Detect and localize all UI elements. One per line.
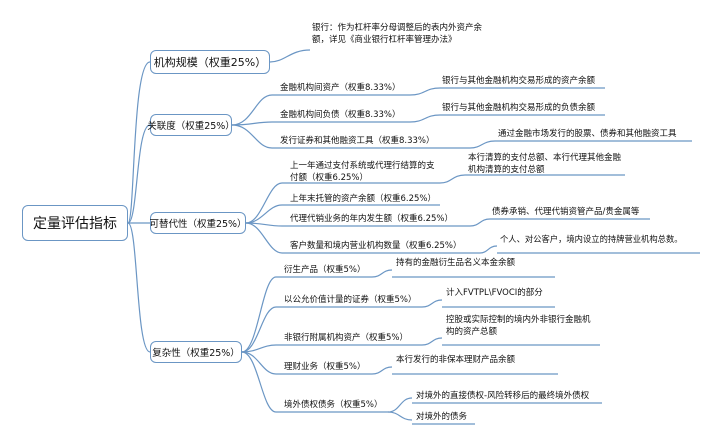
connector-cx-4: [241, 351, 277, 375]
branch-complexity[interactable]: 复杂性（权重25%）: [150, 341, 242, 363]
connector-sub-2: [245, 204, 283, 224]
cx-desc-5b: 对境外的债务: [416, 412, 468, 422]
cx-item-4: 理财业务（权重5%）: [284, 362, 366, 372]
connector-cx-5: [241, 351, 277, 413]
cx-item-3: 非银行附属机构资产（权重5%）: [284, 333, 408, 343]
cx-item-1: 衍生产品（权重5%）: [284, 265, 366, 275]
connector-cx-1: [241, 276, 277, 353]
cx-desc-3: 控股或实际控制的境内外非银行金融机构的资产总额: [446, 315, 591, 337]
connector-sub-1: [245, 182, 283, 224]
scale-note: 银行：作为杠杆率分母调整后的表内外资产余额，详见《商业银行杠杆率管理办法》: [312, 23, 483, 45]
connector-root-relevance: [127, 124, 151, 224]
branch-scale[interactable]: 机构规模（权重25%）: [150, 50, 270, 74]
sub-desc-4: 个人、对公客户，境内设立的持牌营业机构总数。: [500, 234, 683, 244]
branch-relevance[interactable]: 关联度（权重25%）: [147, 114, 235, 136]
sub-item-3: 代理代销业务的年内发生额（权重6.25%）: [290, 214, 454, 224]
cx-desc-5a: 对境外的直接债权-风险转移后的最终境外债权: [416, 391, 590, 401]
connector-cx-2: [241, 306, 277, 353]
cx-item-2: 以公允价值计量的证券（权重5%）: [284, 295, 417, 305]
root-node[interactable]: 定量评估指标: [22, 205, 128, 241]
connector-root-scale: [127, 61, 151, 224]
relevance-desc-3: 通过金融市场发行的股票、债券和其他融资工具: [498, 129, 677, 139]
relevance-item-3: 发行证券和其他融资工具（权重8.33%）: [280, 136, 435, 146]
branch-substitutability[interactable]: 可替代性（权重25%）: [149, 212, 247, 234]
cx-desc-4: 本行发行的非保本理财产品余额: [396, 355, 516, 365]
relevance-item-2: 金融机构间负债（权重8.33%）: [280, 110, 401, 120]
connector-sub-4: [245, 222, 283, 254]
connector-relevance-1: [231, 94, 273, 126]
sub-item-1: 上一年通过支付系统或代理行结算的支付额（权重6.25%）: [290, 161, 435, 183]
connector-scale-note: [269, 49, 311, 63]
connector-root-complexity: [127, 222, 151, 353]
connector-relevance-3: [231, 124, 273, 149]
sub-desc-3: 债券承销、代理代销资管产品/贵金属等: [492, 207, 640, 217]
relevance-desc-1: 银行与其他金融机构交易形成的资产余额: [442, 76, 596, 86]
sub-item-2: 上年末托管的资产余额（权重6.25%）: [290, 194, 437, 204]
cx-desc-1: 持有的金融衍生品名义本金余额: [396, 258, 516, 268]
sub-item-4: 客户数量和境内营业机构数量（权重6.25%）: [290, 241, 462, 251]
cx-desc-2: 计入FVTPL\FVOCI的部分: [446, 288, 543, 298]
sub-desc-1: 本行清算的支付总额、本行代理其他金融机构清算的支付总额: [468, 153, 622, 175]
relevance-item-1: 金融机构间资产（权重8.33%）: [280, 83, 401, 93]
connector-cx-3: [241, 344, 277, 353]
cx-item-5: 境外债权债务（权重5%）: [284, 400, 383, 410]
relevance-desc-2: 银行与其他金融机构交易形成的负债余额: [442, 103, 596, 113]
